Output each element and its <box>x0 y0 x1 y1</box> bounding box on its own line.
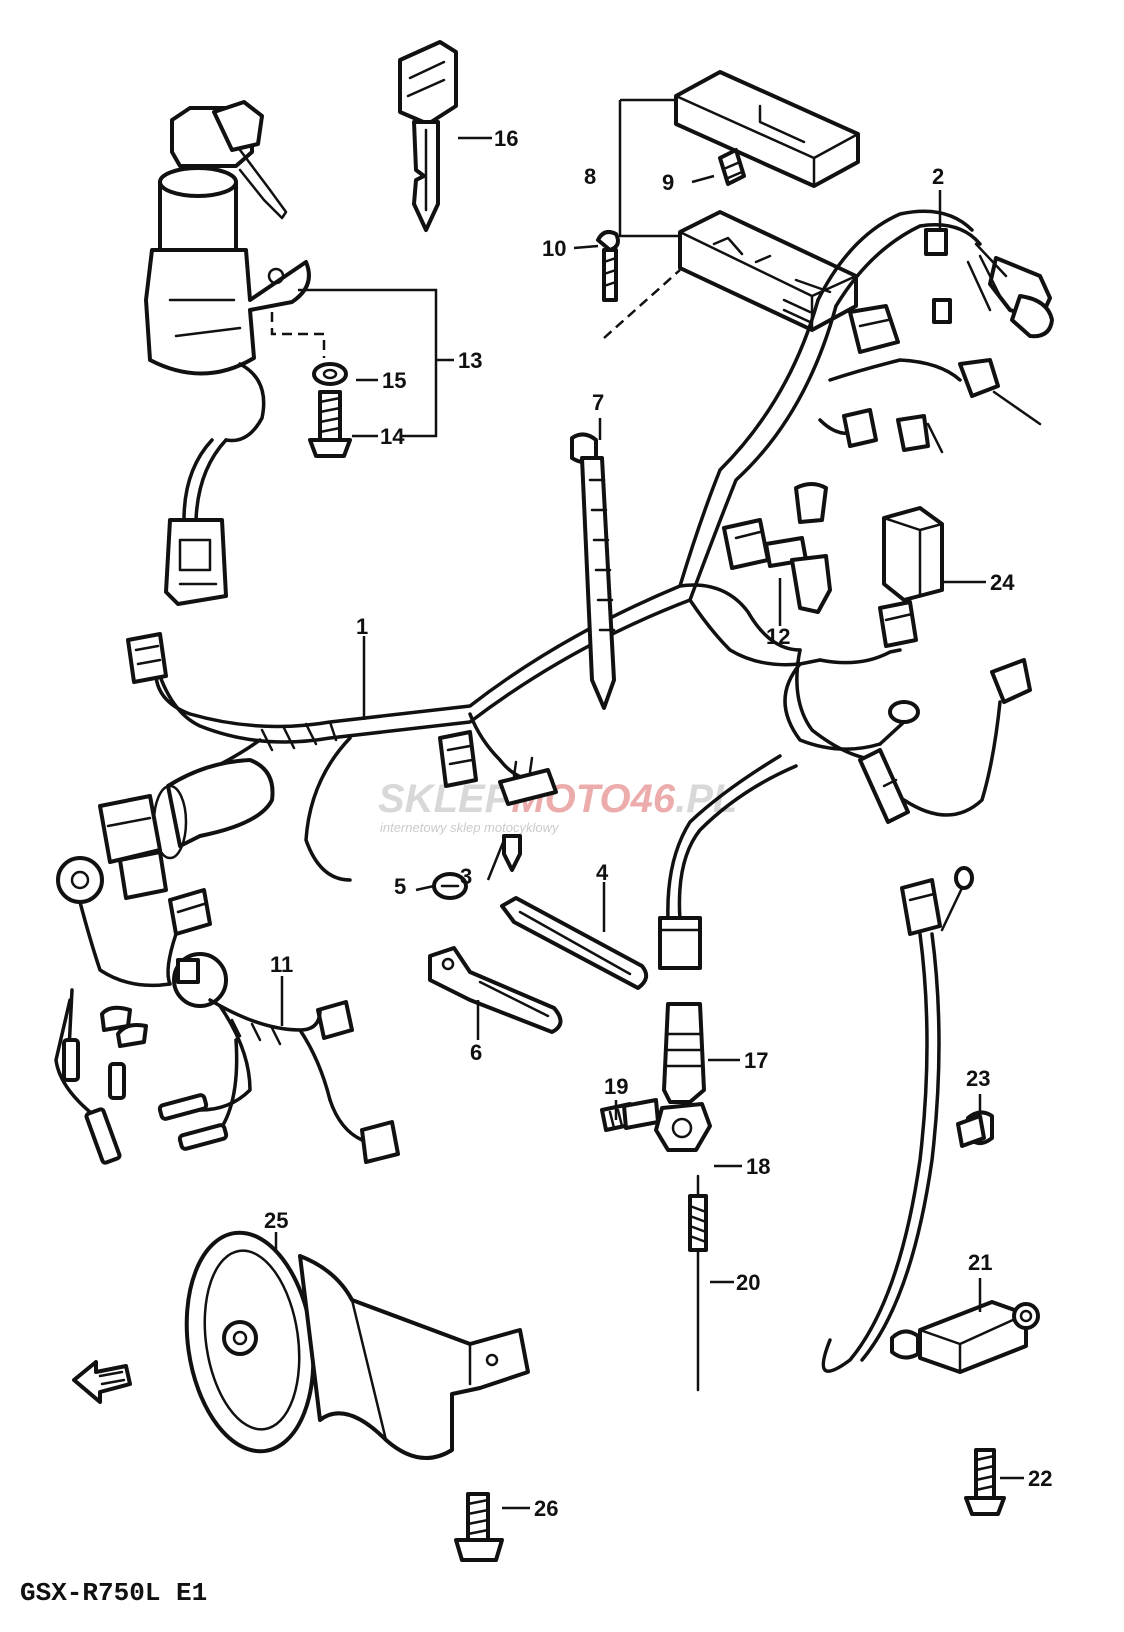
callout-24: 24 <box>990 570 1015 595</box>
callout-22: 22 <box>1028 1466 1052 1491</box>
harness-connector-left <box>126 632 168 684</box>
callout-17: 17 <box>744 1048 768 1073</box>
callout-12: 12 <box>766 624 790 649</box>
rear-brake-light-switch <box>600 754 798 1392</box>
watermark: SKLEPMOTO46.PL internetowy sklep motocyk… <box>378 777 737 835</box>
callout-9: 9 <box>662 170 674 195</box>
ignition-key <box>398 40 458 232</box>
starter-relay <box>878 506 944 648</box>
callout-labels: 1 2 3 4 5 6 7 8 9 10 11 12 13 14 15 16 1… <box>264 126 1052 1521</box>
callout-16: 16 <box>494 126 518 151</box>
leader-lines <box>274 136 1024 1510</box>
side-stand-switch <box>821 866 1040 1516</box>
callout-23: 23 <box>966 1066 990 1091</box>
callout-26: 26 <box>534 1496 558 1521</box>
callout-15: 15 <box>382 368 406 393</box>
callout-20: 20 <box>736 1270 760 1295</box>
callout-19: 19 <box>604 1074 628 1099</box>
callout-7: 7 <box>592 390 604 415</box>
callout-4: 4 <box>596 860 609 885</box>
svg-text:SKLEPMOTO46.PL: SKLEPMOTO46.PL <box>378 777 737 821</box>
callout-2: 2 <box>932 164 944 189</box>
callout-25: 25 <box>264 1208 288 1233</box>
callout-3: 3 <box>460 864 472 889</box>
ignition-switch <box>144 100 311 606</box>
callout-21: 21 <box>968 1250 992 1275</box>
callout-8: 8 <box>584 164 596 189</box>
callout-1: 1 <box>356 614 368 639</box>
harness-terminals-right <box>858 658 1032 824</box>
ignition-mount-hardware <box>270 312 352 458</box>
callout-11: 11 <box>270 952 293 977</box>
callout-14: 14 <box>380 424 405 449</box>
model-code-label: GSX-R750L E1 <box>20 1578 207 1608</box>
handlebar-switch-wiring-left <box>54 856 400 1165</box>
harness-connector-middle <box>438 730 558 806</box>
callout-10: 10 <box>542 236 566 261</box>
callout-18: 18 <box>746 1154 770 1179</box>
callout-6: 6 <box>470 1040 482 1065</box>
front-direction-arrow <box>72 1360 132 1404</box>
watermark-tagline: internetowy sklep motocyklowy <box>380 820 560 835</box>
harness-coil-body <box>98 758 275 900</box>
callout-5: 5 <box>394 874 406 899</box>
fuse-box-assembly <box>596 70 860 339</box>
harness-connectors-upper <box>794 228 1054 524</box>
callout-13: 13 <box>458 348 482 373</box>
cable-tie <box>570 432 616 710</box>
horn-assembly <box>184 1230 530 1562</box>
mount-brackets <box>428 834 649 1034</box>
watermark-brand-tail: .PL <box>675 777 737 821</box>
clutch-switch <box>722 518 832 614</box>
